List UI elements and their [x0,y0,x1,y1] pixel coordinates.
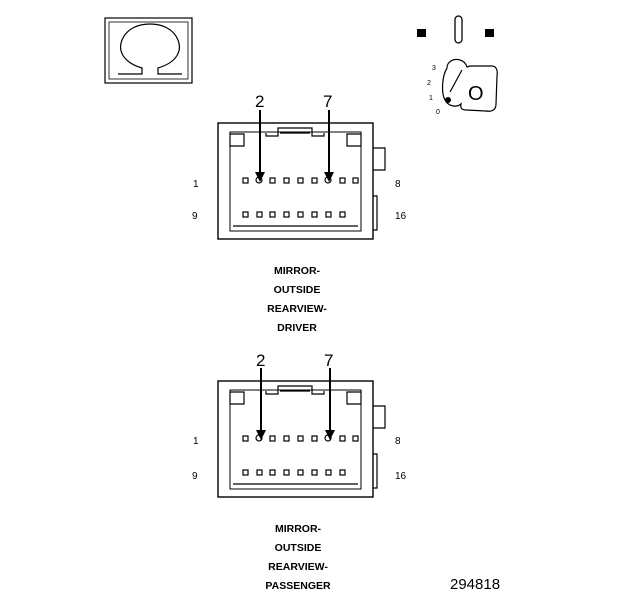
connector-body [217,122,386,240]
callout-pin-7: 7 [323,92,332,111]
callout-pin-2: 2 [255,92,264,111]
pin-label-9: 9 [192,211,198,222]
callout-pin-2: 2 [256,351,265,370]
callout-arrow-pin-2 [256,368,266,440]
caption-line-2: OUTSIDE [274,284,321,296]
figure-id: 294818 [450,576,500,593]
connector-driver: 2 7 1 8 9 16 MIRROR- OUTSIDE REARVIEW- D… [192,92,407,334]
key-position-1: 1 [429,95,433,102]
connector-passenger: 2 7 1 8 9 16 MIRROR- OUTSIDE REARVIEW- P… [192,351,407,592]
caption-line-1: MIRROR- [275,523,322,535]
omega-icon [118,23,182,75]
connector-caption: MIRROR- OUTSIDE REARVIEW- DRIVER [267,265,327,334]
caption-line-3: REARVIEW- [268,561,328,573]
connector-caption: MIRROR- OUTSIDE REARVIEW- PASSENGER [265,523,331,592]
caption-line-4: PASSENGER [265,580,331,592]
caption-line-2: OUTSIDE [275,542,322,554]
pin-row-bottom [242,211,346,218]
pin-label-16: 16 [395,471,407,482]
pin-row-bottom [242,469,346,476]
omega-symbol-box [104,17,193,84]
callout-pin-7: 7 [324,351,333,370]
pin-label-8: 8 [395,179,401,190]
callout-arrow-pin-7 [324,110,334,182]
caption-line-4: DRIVER [277,322,317,334]
connector-body [217,380,386,498]
key-position-2: 2 [427,80,431,87]
key-position-0: 0 [436,109,440,116]
key-letter: O [468,83,484,105]
pin-label-9: 9 [192,471,198,482]
caption-line-1: MIRROR- [274,265,321,277]
callout-arrow-pin-7 [325,368,335,440]
pin-label-1: 1 [193,179,199,190]
caption-line-3: REARVIEW- [267,303,327,315]
pin-label-1: 1 [193,436,199,447]
key-position-3: 3 [432,65,436,72]
ignition-key-symbol: 3 2 1 0 O [417,15,498,116]
callout-arrow-pin-2 [255,110,265,182]
pin-label-8: 8 [395,436,401,447]
pin-label-16: 16 [395,211,407,222]
